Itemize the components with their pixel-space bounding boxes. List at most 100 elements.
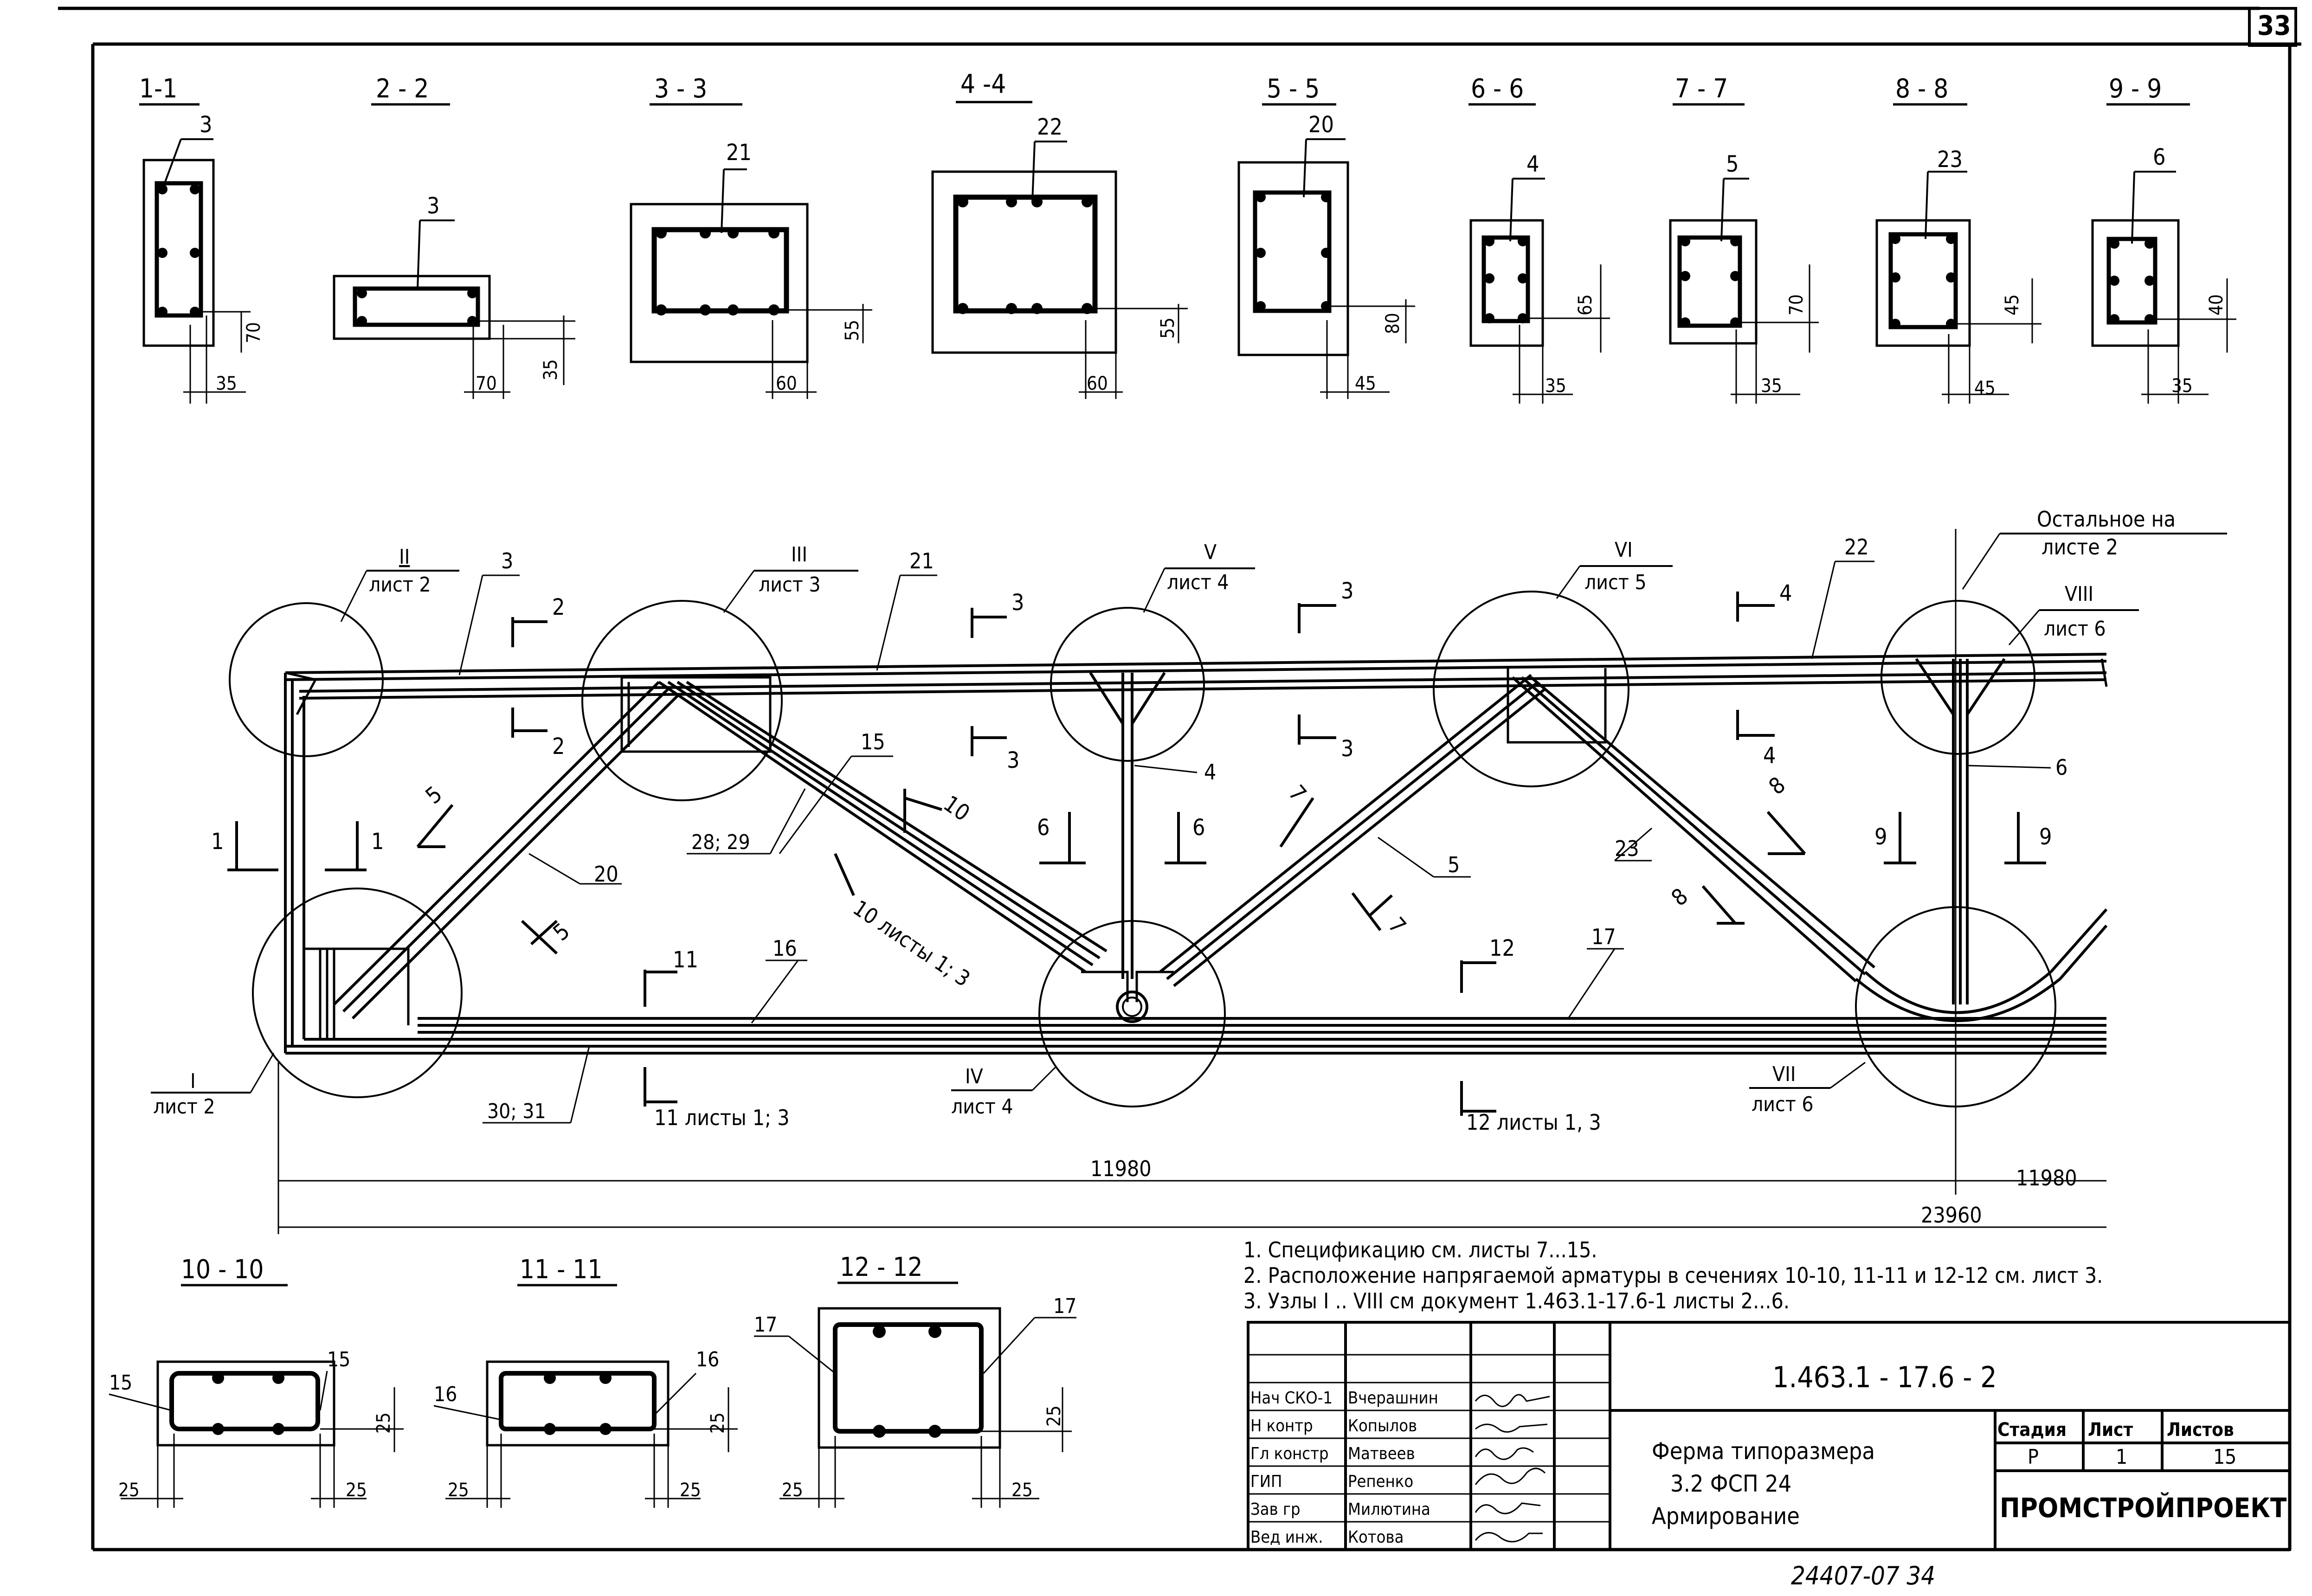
svg-text:11980: 11980 — [1090, 1156, 1152, 1181]
svg-text:25: 25 — [707, 1412, 728, 1434]
svg-text:VIII: VIII — [2065, 582, 2093, 606]
svg-text:4: 4 — [1204, 759, 1216, 785]
section-11-11: 11 - 11 16 16 25 25 25 — [433, 1255, 738, 1508]
svg-text:4: 4 — [1779, 580, 1792, 606]
svg-text:II: II — [399, 545, 410, 569]
svg-text:8 - 8: 8 - 8 — [1895, 74, 1948, 104]
svg-text:60: 60 — [1087, 373, 1108, 394]
svg-text:лист 4: лист 4 — [1167, 571, 1229, 594]
svg-text:VI: VI — [1615, 538, 1633, 562]
svg-text:6: 6 — [1037, 815, 1050, 841]
node-ref-II: II лист 2 — [340, 545, 459, 622]
svg-text:45: 45 — [1355, 373, 1376, 394]
bottom-stamp: 24407-07 34 — [1791, 1561, 1935, 1590]
svg-text:8: 8 — [1667, 883, 1693, 912]
svg-text:25: 25 — [680, 1480, 701, 1501]
svg-text:1. Спецификацию см. листы 7...: 1. Спецификацию см. листы 7...15. — [1243, 1237, 1597, 1262]
section-9-9: 9 - 9 6 40 35 — [2091, 74, 2236, 404]
svg-text:28; 29: 28; 29 — [691, 830, 750, 854]
svg-text:лист 3: лист 3 — [759, 573, 821, 597]
svg-text:25: 25 — [448, 1480, 469, 1501]
svg-text:3: 3 — [1341, 736, 1353, 762]
svg-text:5: 5 — [1448, 852, 1460, 877]
node-ref-VI: VI лист 5 — [1556, 538, 1673, 599]
svg-text:17: 17 — [1591, 924, 1616, 949]
section-8-8: 8 - 8 23 45 45 — [1875, 74, 2042, 404]
svg-text:2. Расположение напрягаемой ар: 2. Расположение напрягаемой арматуры в с… — [1243, 1263, 2103, 1288]
svg-text:16: 16 — [696, 1348, 719, 1371]
svg-text:IV: IV — [965, 1065, 983, 1088]
svg-text:2 - 2: 2 - 2 — [376, 74, 429, 104]
svg-text:7: 7 — [1283, 780, 1312, 807]
svg-text:22: 22 — [1844, 534, 1869, 560]
doc-title-1: Ферма типоразмера — [1652, 1438, 1875, 1465]
svg-text:Копылов: Копылов — [1348, 1416, 1417, 1435]
svg-text:30; 31: 30; 31 — [487, 1100, 546, 1123]
svg-text:21: 21 — [909, 548, 934, 573]
svg-text:Лист: Лист — [2088, 1419, 2133, 1441]
svg-text:35: 35 — [216, 373, 237, 394]
svg-text:16: 16 — [434, 1383, 457, 1406]
svg-text:10 - 10: 10 - 10 — [181, 1255, 264, 1285]
section-1-1: 1-1 3 70 35 — [139, 74, 264, 404]
svg-text:Нач СКО-1: Нач СКО-1 — [1250, 1389, 1333, 1408]
svg-text:16: 16 — [773, 936, 797, 961]
svg-text:5 - 5: 5 - 5 — [1267, 74, 1320, 104]
svg-text:лист 5: лист 5 — [1584, 571, 1647, 594]
svg-text:лист 2: лист 2 — [153, 1095, 215, 1119]
signatures — [1475, 1394, 1550, 1543]
svg-text:11 листы 1; 3: 11 листы 1; 3 — [654, 1105, 790, 1130]
section-6-6: 6 - 6 4 65 35 — [1468, 74, 1610, 404]
section-7-7: 7 - 7 5 70 35 — [1669, 74, 1819, 404]
svg-text:25: 25 — [346, 1480, 367, 1501]
svg-text:3: 3 — [427, 193, 439, 219]
svg-text:Стадия: Стадия — [1997, 1419, 2067, 1441]
node-ref-I: I лист 2 — [151, 1053, 275, 1119]
svg-text:3: 3 — [1007, 747, 1019, 773]
svg-text:35: 35 — [540, 359, 561, 380]
bar-marks: 3 21 22 15 4 6 20 5 23 16 17 28; 29 30; … — [458, 534, 2067, 1124]
svg-text:40: 40 — [2206, 294, 2227, 315]
node-ref-V: V лист 4 — [1143, 541, 1255, 613]
section-2-2: 2 - 2 3 35 70 — [333, 74, 575, 399]
svg-text:25: 25 — [782, 1480, 803, 1501]
title-block: Нач СКО-1 Вчерашнин Н контр Копылов Гл к… — [1247, 1321, 2291, 1551]
staff-rows: Нач СКО-1 Вчерашнин Н контр Копылов Гл к… — [1250, 1389, 1438, 1547]
svg-text:Остальное на: Остальное на — [2037, 507, 2176, 532]
svg-text:3: 3 — [501, 548, 513, 573]
section-12-12: 12 - 12 17 17 25 25 25 — [754, 1252, 1076, 1508]
svg-text:17: 17 — [754, 1313, 777, 1337]
svg-text:6 - 6: 6 - 6 — [1471, 74, 1524, 104]
org-name: ПРОМСТРОЙПРОЕКТ — [2000, 1492, 2287, 1524]
svg-text:20: 20 — [1308, 112, 1334, 138]
svg-text:3: 3 — [1341, 578, 1353, 604]
svg-text:Листов: Листов — [2167, 1419, 2234, 1441]
svg-text:45: 45 — [2002, 294, 2023, 315]
svg-text:23: 23 — [1937, 147, 1963, 173]
svg-text:1-1: 1-1 — [139, 74, 177, 104]
svg-text:9: 9 — [1874, 824, 1887, 850]
svg-text:11: 11 — [673, 947, 698, 973]
node-references: II лист 2 III лист 3 V лист 4 VI лист 5 … — [151, 507, 2227, 1119]
svg-text:4: 4 — [1763, 743, 1776, 769]
svg-text:35: 35 — [2171, 375, 2193, 397]
svg-text:15: 15 — [327, 1348, 350, 1371]
svg-text:10: 10 — [939, 791, 974, 826]
svg-text:3 - 3: 3 - 3 — [654, 74, 707, 104]
section-5-5: 5 - 5 20 80 45 — [1237, 74, 1415, 399]
svg-text:15: 15 — [2213, 1445, 2236, 1469]
svg-text:листе 2: листе 2 — [2042, 534, 2118, 560]
svg-text:35: 35 — [1761, 375, 1782, 397]
svg-text:7: 7 — [1383, 913, 1411, 939]
svg-text:лист 4: лист 4 — [951, 1095, 1013, 1119]
svg-text:Р: Р — [2028, 1445, 2039, 1469]
svg-text:10 листы 1; 3: 10 листы 1; 3 — [849, 895, 975, 991]
svg-text:3. Узлы I .. VIII см документ: 3. Узлы I .. VIII см документ 1.463.1-17… — [1243, 1288, 1790, 1313]
rest-note: Остальное на листе 2 — [1962, 507, 2227, 590]
doc-code: 1.463.1 - 17.6 - 2 — [1772, 1360, 1997, 1394]
sheet-number: 33 — [2257, 10, 2291, 41]
svg-text:17: 17 — [1053, 1294, 1076, 1318]
svg-text:12: 12 — [1489, 935, 1515, 961]
overall-dimensions: 11980 11980 23960 — [1090, 1156, 2077, 1228]
doc-title-3: Армирование — [1652, 1503, 1800, 1530]
